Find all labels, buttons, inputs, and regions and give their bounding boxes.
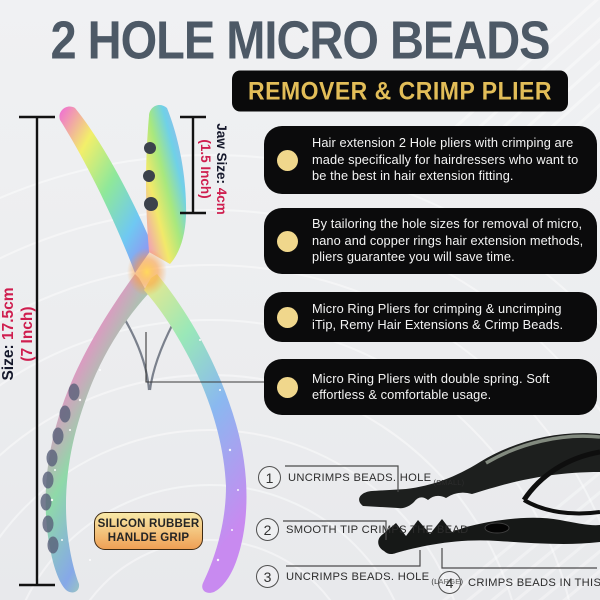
feature-text-1: Hair extension 2 Hole pliers with crimpi… xyxy=(312,135,579,184)
feature-text-3: Micro Ring Pliers for crimping & uncrimp… xyxy=(312,300,564,332)
callout-3: 3 UNCRIMPS BEADS. HOLE (LARGE) xyxy=(256,565,463,588)
overall-size-label: Size: 17.5cm (7 Inch) xyxy=(0,273,36,395)
callout-label: SMOOTH TIP CRIMPS THE BEAD xyxy=(286,523,469,536)
feature-text-2: By tailoring the hole sizes for removal … xyxy=(312,216,584,265)
grip-badge: SILICON RUBBER HANLDE GRIP xyxy=(94,512,203,550)
grip-badge-line1: SILICON RUBBER xyxy=(97,517,200,530)
glitter-sparkles xyxy=(50,339,239,562)
spring-connector-line xyxy=(145,332,264,383)
page-title: 2 HOLE MICRO BEADS xyxy=(50,9,550,71)
measurement-lines xyxy=(19,115,206,587)
callout-2: 2 SMOOTH TIP CRIMPS THE BEAD xyxy=(256,518,468,541)
jaw-prefix: Jaw Size: xyxy=(214,123,229,184)
jaw-alt: (1.5 Inch) xyxy=(197,139,213,199)
diagonal-stripes-top-right xyxy=(428,0,600,152)
callout-1: 1 UNCRIMPS BEADS. HOLE (SMALL) xyxy=(258,466,464,489)
callout-label: UNCRIMPS BEADS. HOLE xyxy=(288,471,432,484)
bullet-dot-icon xyxy=(277,376,298,398)
bullet-dot-icon xyxy=(277,230,298,252)
black-pliers-image xyxy=(359,433,600,555)
callout-label: CRIMPS BEADS IN THIS HOLE xyxy=(468,576,600,589)
callout-number-circle: 3 xyxy=(256,565,279,588)
jaw-size-label: Jaw Size: 4cm (1.5 Inch) xyxy=(195,110,229,228)
grip-bumps xyxy=(40,383,80,554)
callout-number-circle: 2 xyxy=(256,518,279,541)
bullet-dot-icon xyxy=(277,149,298,171)
callout-number-circle: 4 xyxy=(438,571,461,594)
feature-box-4: Micro Ring Pliers with double spring. So… xyxy=(264,359,597,415)
callout-suffix: (SMALL) xyxy=(433,478,465,487)
size-alt: (7 Inch) xyxy=(18,306,36,362)
callout-4: 4 CRIMPS BEADS IN THIS HOLE xyxy=(438,571,600,594)
callout-number-circle: 1 xyxy=(258,466,281,489)
rainbow-pliers-image xyxy=(40,104,247,593)
size-value: 17.5cm xyxy=(0,287,17,341)
size-prefix: Size: xyxy=(0,344,17,381)
callout-label: UNCRIMPS BEADS. HOLE xyxy=(286,570,430,583)
feature-box-2: By tailoring the hole sizes for removal … xyxy=(264,208,597,274)
feature-text-4: Micro Ring Pliers with double spring. So… xyxy=(312,370,550,402)
jaw-value: 4cm xyxy=(214,187,229,215)
callout-lines xyxy=(283,465,597,569)
feature-box-3: Micro Ring Pliers for crimping & uncrimp… xyxy=(264,292,597,342)
grip-badge-line2: HANLDE GRIP xyxy=(107,532,190,544)
feature-box-1: Hair extension 2 Hole pliers with crimpi… xyxy=(264,126,597,194)
page-subtitle: REMOVER & CRIMP PLIER xyxy=(232,70,568,112)
bullet-dot-icon xyxy=(277,306,298,328)
